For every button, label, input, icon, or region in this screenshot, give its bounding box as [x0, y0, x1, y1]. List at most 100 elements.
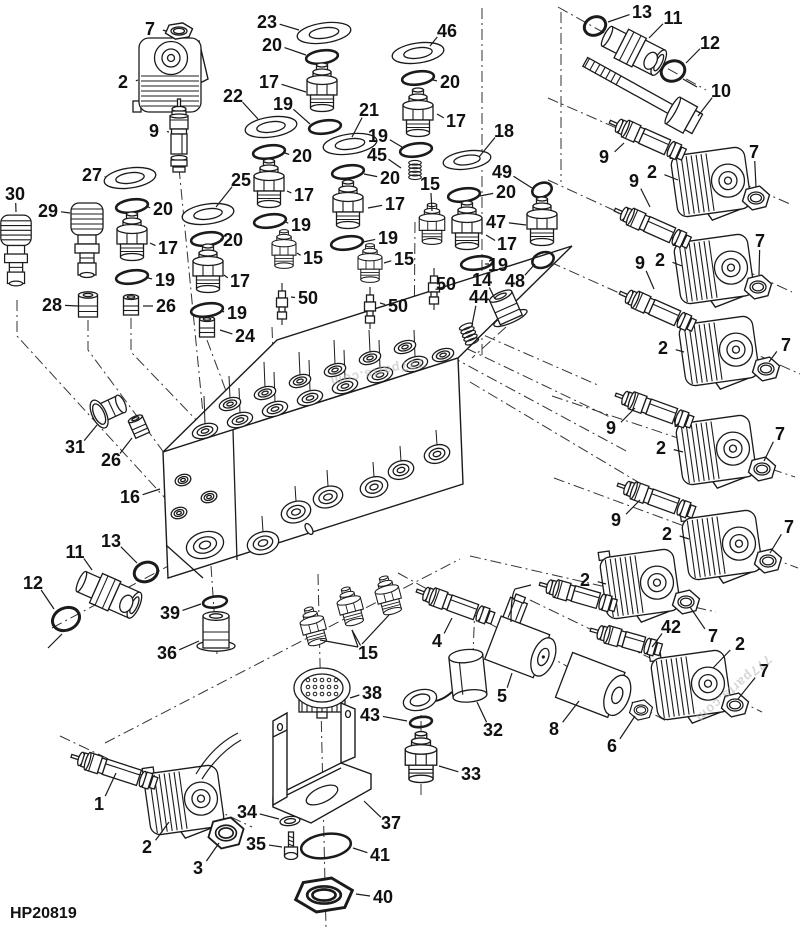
o-ring [299, 832, 353, 860]
cartridge-valve [614, 390, 695, 429]
part-callout-9: 9 [149, 121, 159, 141]
nut [747, 456, 777, 482]
part-callout-6: 6 [607, 736, 617, 756]
cartridge-valve [415, 586, 496, 625]
o-ring [251, 143, 287, 161]
part-callout-15: 15 [394, 249, 414, 269]
centerline [87, 320, 183, 478]
part-callout-7: 7 [781, 335, 791, 355]
hex-fitting [402, 87, 434, 138]
part-callout-32: 32 [483, 720, 503, 740]
part-callout-36: 36 [157, 643, 177, 663]
port [423, 443, 451, 465]
part-callout-17: 17 [158, 238, 178, 258]
centerline [16, 300, 177, 511]
centerline [130, 318, 203, 427]
part-callout-48: 48 [505, 271, 525, 291]
port [280, 500, 312, 524]
hex-fitting [116, 211, 148, 262]
part-callout-26: 26 [101, 450, 121, 470]
part-callout-9: 9 [611, 510, 621, 530]
part-callout-7: 7 [759, 661, 769, 681]
part-callout-27: 27 [82, 165, 102, 185]
nut [164, 22, 194, 40]
hex-fitting [404, 730, 438, 784]
part-callout-2: 2 [118, 72, 128, 92]
solenoid-coil [141, 764, 225, 840]
cartridge-valve [608, 118, 688, 161]
poppet-valve [275, 283, 289, 325]
washer [103, 166, 157, 190]
nut [753, 548, 783, 574]
part-callout-20: 20 [223, 230, 243, 250]
bracket-hole [305, 784, 339, 806]
washer [244, 115, 298, 139]
part-callout-50: 50 [436, 274, 456, 294]
part-callout-9: 9 [606, 418, 616, 438]
washer [442, 149, 492, 171]
port [226, 411, 254, 429]
part-callout-25: 25 [231, 170, 251, 190]
part-callout-41: 41 [370, 845, 390, 865]
part-callout-19: 19 [378, 228, 398, 248]
port [312, 485, 344, 509]
o-ring [531, 250, 555, 270]
plug [198, 315, 216, 338]
solenoid-coil [673, 414, 757, 490]
nut [207, 816, 245, 850]
hex-fitting [332, 179, 364, 230]
part-callout-42: 42 [661, 617, 681, 637]
part-callout-19: 19 [368, 126, 388, 146]
o-ring [459, 254, 495, 272]
part-callout-7: 7 [784, 517, 794, 537]
part-callout-15: 15 [358, 643, 378, 663]
cartridge-valve [169, 98, 189, 173]
screw [283, 831, 299, 861]
part-callout-2: 2 [662, 524, 672, 544]
port [431, 347, 455, 363]
port [296, 389, 324, 407]
port [170, 506, 188, 520]
port [261, 400, 289, 418]
part-callout-9: 9 [635, 253, 645, 273]
part-callout-14: 14 [472, 270, 492, 290]
part-callout-39: 39 [160, 603, 180, 623]
hex-fitting [357, 243, 383, 283]
part-callout-34: 34 [237, 802, 257, 822]
hex-fitting [299, 606, 328, 647]
o-ring [329, 234, 365, 252]
part-callout-45: 45 [367, 145, 387, 165]
port [174, 473, 192, 487]
washer [279, 815, 301, 827]
washer [296, 21, 352, 45]
part-callout-18: 18 [494, 121, 514, 141]
centerline [469, 381, 649, 489]
part-callout-23: 23 [257, 12, 277, 32]
port [331, 377, 359, 395]
drawing-number: HP20819 [10, 905, 77, 922]
plug [196, 611, 236, 652]
part-callout-22: 22 [223, 86, 243, 106]
solenoid-coil [132, 37, 209, 113]
part-callout-50: 50 [298, 288, 318, 308]
part-callout-17: 17 [259, 72, 279, 92]
o-ring [252, 212, 288, 230]
part-callout-5: 5 [497, 686, 507, 706]
part-callout-20: 20 [153, 199, 173, 219]
cartridge-valve [618, 289, 698, 332]
relief-valve [70, 202, 104, 279]
nut [671, 589, 701, 615]
part-callout-12: 12 [700, 33, 720, 53]
centerline [449, 355, 629, 453]
port [246, 530, 280, 556]
spring [458, 322, 480, 346]
part-callout-20: 20 [262, 35, 282, 55]
coil-wire [510, 584, 532, 623]
part-callout-38: 38 [362, 683, 382, 703]
port [200, 490, 218, 504]
plug [122, 293, 140, 316]
o-ring [398, 141, 434, 159]
part-callout-2: 2 [735, 634, 745, 654]
